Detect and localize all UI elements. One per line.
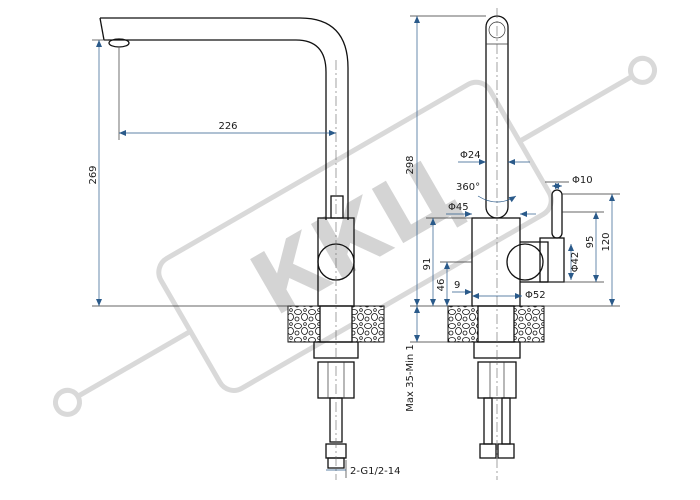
front-view: [447, 8, 565, 480]
dim-lever-height-95: 95: [585, 236, 596, 249]
front-view-dimensions: 298 Φ24 360° Φ45 91 46 9 Φ52 Φ10 95: [405, 15, 620, 412]
dim-base-diameter: Φ52: [525, 290, 546, 301]
aerator-outlet: [108, 38, 130, 48]
side-view: [99, 17, 385, 480]
dim-lever-diameter: Φ10: [572, 175, 593, 186]
dim-offset-9: 9: [454, 280, 460, 291]
dim-spout-diameter: Φ24: [460, 150, 481, 161]
dim-height-46: 46: [436, 279, 447, 292]
dim-reach: 226: [218, 121, 237, 132]
dim-rotation: 360°: [456, 182, 480, 193]
dim-base-diameter-top: Φ45: [448, 202, 469, 213]
dim-body-diameter: Φ42: [570, 252, 581, 273]
dim-height-left: 269: [88, 165, 99, 184]
dim-height-91: 91: [422, 258, 433, 271]
dim-height-total: 298: [405, 155, 416, 174]
dim-lever-height-120: 120: [601, 232, 612, 251]
dim-mount-thickness: Max 35-Min 1: [405, 344, 416, 411]
side-view-dimensions: 226 269 2-G1/2-14: [88, 39, 401, 478]
dim-hose-thread: 2-G1/2-14: [350, 466, 401, 477]
